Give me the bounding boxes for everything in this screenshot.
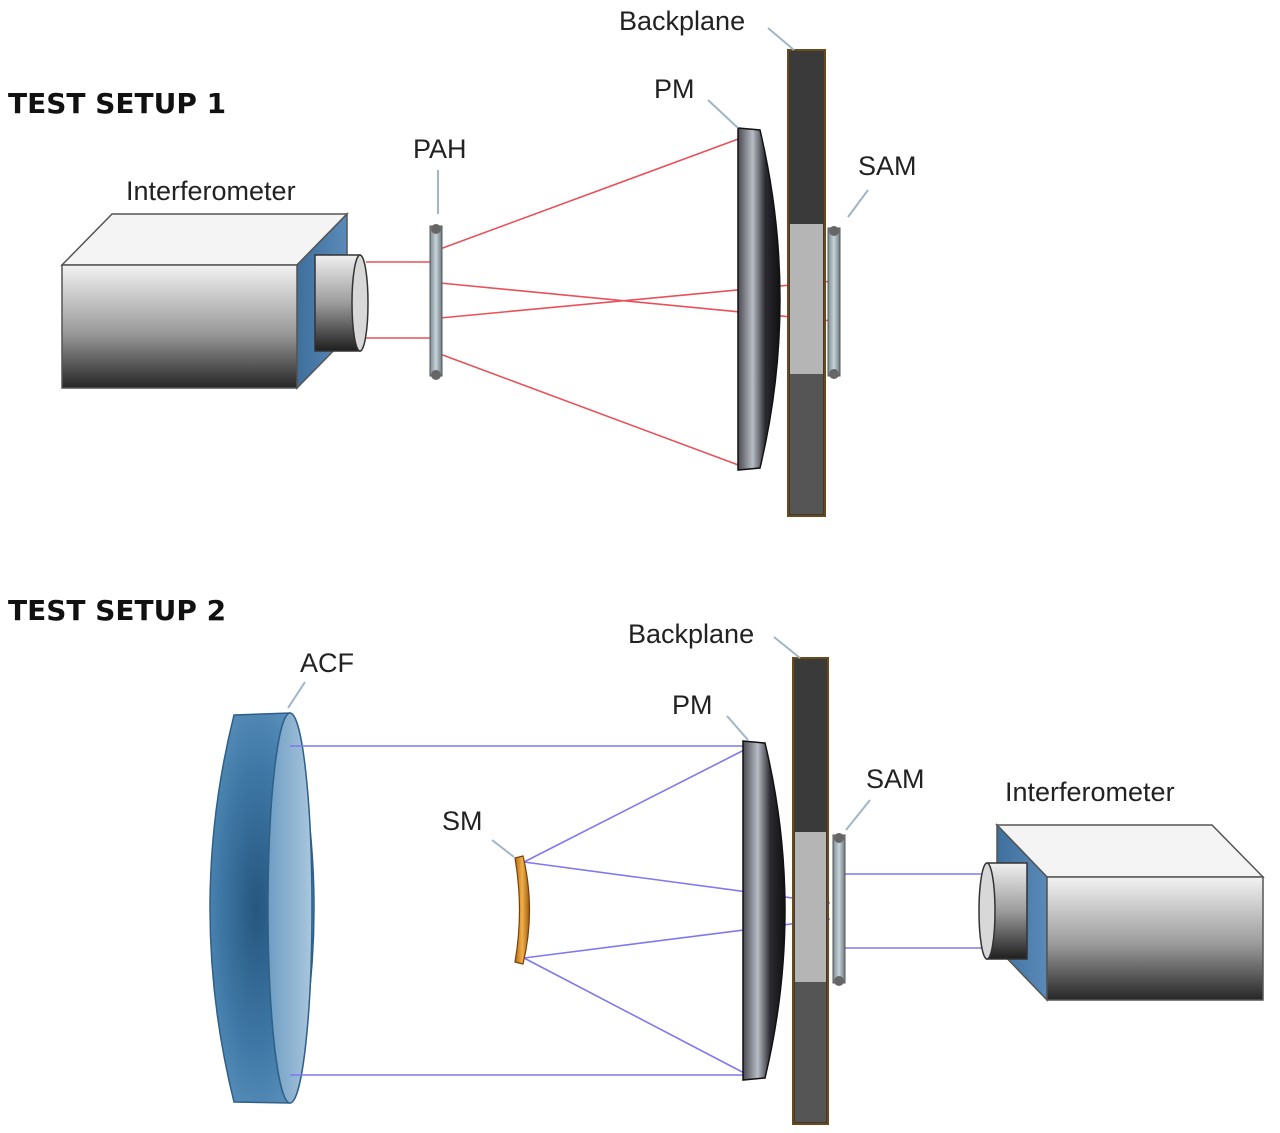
setup2-sm [514,855,531,965]
setup1-backplane [787,49,826,517]
setup1-pm [737,127,781,471]
acf-leader-line [287,681,306,709]
setup2-beams [290,745,982,1076]
interferometer-front-face [1046,876,1264,1001]
pah-mount-top [431,224,441,234]
setup1-beams [366,137,834,467]
sam-plate [832,834,846,984]
sm-mirror [514,855,531,965]
setup2-acf-label: ACF [300,648,354,678]
backplane-window [790,224,823,374]
backplane-lower [790,374,823,514]
setup1-interferometer-label: Interferometer [126,176,296,206]
setup1-pm-label: PM [654,74,695,104]
backplane-window [795,832,826,982]
acf-face [267,712,313,1104]
pah-plate [429,225,443,377]
setup2-backplane [792,657,829,1125]
setup2-sm-label: SM [442,806,483,836]
pm-leader-line [707,99,739,129]
beam-ray [439,353,742,467]
pm-leader-line [726,715,749,741]
setup2-interferometer [978,823,1265,1002]
sm-leader-line [491,839,515,858]
setup1-pah [429,224,443,380]
pm-mirror [742,740,786,1081]
setup2-interferometer-label: Interferometer [1005,777,1175,807]
backplane-leader-line [773,636,801,659]
sam-leader-line [845,799,871,831]
setup1-pah-label: PAH [413,134,467,164]
backplane-leader-line [767,27,795,51]
backplane-lower [795,982,826,1122]
setup2-acf [209,712,315,1104]
beam-ray [523,957,749,1076]
beam-ray [523,745,753,863]
sam-leader-line [847,189,869,218]
sam-mount-top [829,226,839,236]
setup2-pm [742,740,786,1081]
sam-mount-bottom [829,369,839,379]
setup2-backplane-label: Backplane [628,619,754,649]
setup2-pm-label: PM [672,690,713,720]
setup2-sam-label: SAM [866,764,925,794]
setup1-heading: TEST SETUP 1 [8,87,226,120]
setup1-sam [827,226,841,379]
sam-mount-top [834,833,844,843]
setup2-heading: TEST SETUP 2 [8,594,226,627]
setup1-backplane-label: Backplane [619,6,745,36]
setup1-sam-label: SAM [858,151,917,181]
interferometer-lens-face [351,254,369,352]
interferometer-front-face [61,264,298,389]
sam-plate [827,227,841,377]
setup2-sam [832,833,846,986]
pm-mirror [737,127,781,471]
interferometer-lens-face [978,862,996,960]
pah-mount-bottom [431,370,441,380]
beam-ray [439,137,742,250]
setup1-interferometer [60,212,369,390]
sam-mount-bottom [834,976,844,986]
